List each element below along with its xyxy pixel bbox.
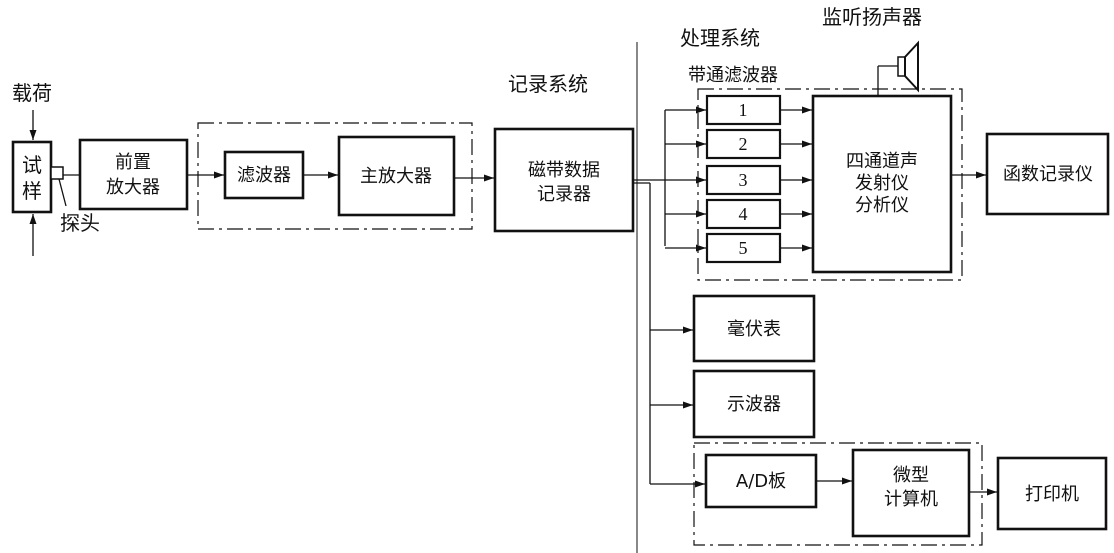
oscilloscope-label: 示波器: [727, 394, 781, 415]
computer-label-1: 微型: [893, 465, 929, 486]
analyzer-label-1: 四通道声: [846, 151, 918, 172]
tape-recorder-label-1: 磁带数据: [528, 160, 600, 181]
filter-block: 滤波器: [223, 150, 305, 200]
tape-recorder-block: 磁带数据 记录器: [493, 127, 635, 233]
filter-channel-label-5: 5: [739, 238, 748, 258]
monitor-speaker-label: 监听扬声器: [822, 5, 922, 29]
probe-square: [50, 166, 64, 180]
filter-label: 滤波器: [237, 165, 291, 186]
printer-label: 打印机: [1025, 484, 1079, 505]
millivoltmeter-block: 毫伏表: [692, 294, 816, 363]
filter-amp-group-box: [197, 122, 473, 230]
preamp-label-1: 前置: [115, 152, 151, 173]
millivoltmeter-label: 毫伏表: [727, 319, 781, 340]
main-amp-block: 主放大器: [337, 135, 456, 217]
load-label: 载荷: [12, 81, 52, 105]
oscilloscope-block: 示波器: [692, 369, 816, 439]
filter-channel-label-1: 1: [739, 100, 748, 120]
processing-system-label: 处理系统: [680, 26, 760, 50]
speaker-icon: [877, 40, 919, 97]
bandpass-filters-label: 带通滤波器: [688, 65, 778, 86]
specimen-char-1: 试: [22, 153, 42, 177]
recording-system-label: 记录系统: [508, 72, 588, 96]
analyzer-label-3: 分析仪: [855, 195, 909, 216]
microcomputer-block: 微型 计算机: [851, 448, 971, 538]
bandpass-group-box: [697, 88, 963, 281]
function-recorder-label: 函数记录仪: [1003, 164, 1093, 185]
tape-recorder-label-2: 记录器: [537, 184, 591, 205]
ad-board-block: A/D板: [704, 453, 818, 509]
specimen-block: 试样 试 样: [11, 140, 53, 214]
ae-analyzer-block: 四通道声 发射仪 分析仪: [811, 94, 953, 274]
printer-block: 打印机: [996, 456, 1108, 531]
bandpass-filter-channels: 1 2 3 4 5: [665, 94, 812, 264]
specimen-char-2: 样: [22, 179, 42, 203]
filter-channel-box-4: [705, 198, 782, 230]
function-recorder-block: 函数记录仪: [985, 132, 1110, 216]
filter-channel-box-3: [705, 164, 782, 196]
probe-label: 探头: [60, 211, 100, 235]
probe-leader-line: [58, 178, 67, 207]
main-amp-label: 主放大器: [360, 166, 432, 187]
computer-group-box: [693, 442, 983, 546]
filter-channel-box-2: [705, 128, 782, 160]
filter-channel-label-2: 2: [739, 134, 748, 154]
filter-channel-box-5: [705, 232, 782, 264]
analyzer-label-2: 发射仪: [855, 173, 909, 194]
ad-board-label: A/D板: [736, 471, 786, 492]
filter-channel-label-3: 3: [739, 170, 748, 190]
preamp-block: 前置 放大器: [78, 138, 189, 211]
filter-channel-label-4: 4: [739, 204, 748, 224]
preamp-label-2: 放大器: [106, 177, 160, 198]
computer-label-2: 计算机: [884, 489, 938, 510]
